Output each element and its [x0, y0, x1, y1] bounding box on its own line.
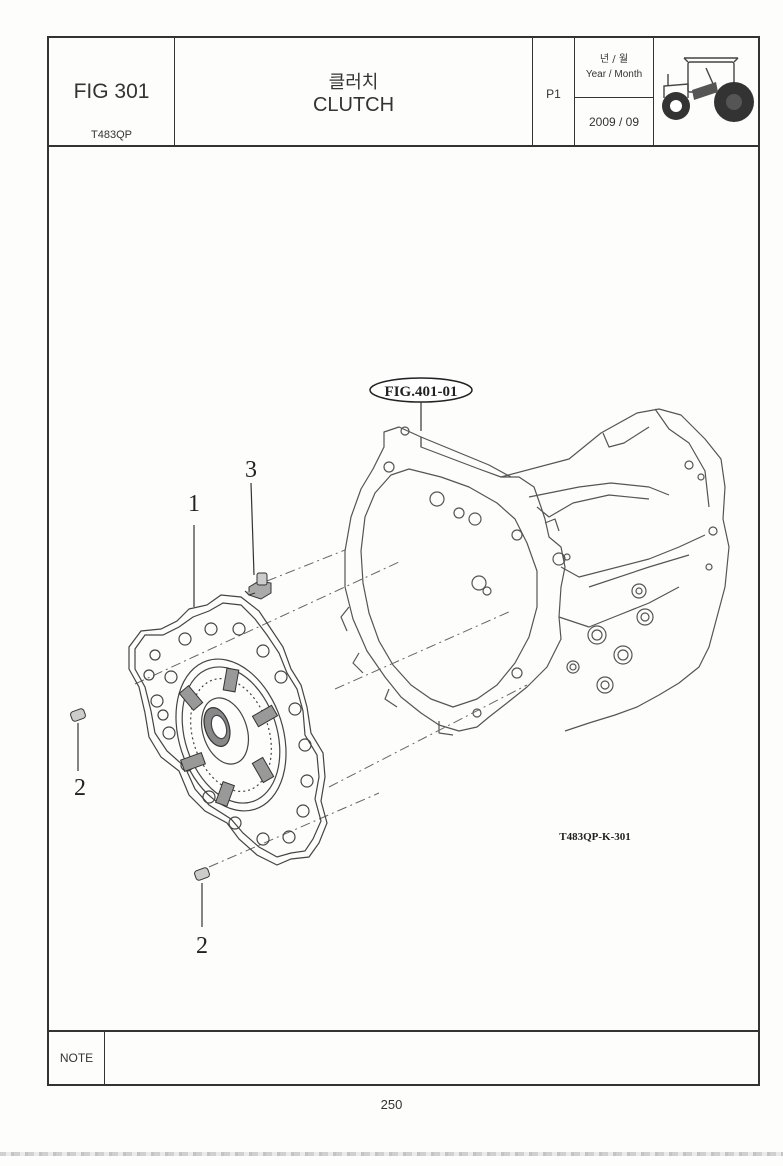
logo-cell [654, 38, 760, 145]
callout-1: 1 [188, 491, 200, 517]
page-number: 250 [380, 1097, 403, 1112]
date-label-english: Year / Month [585, 69, 643, 80]
tractor-icon [662, 57, 754, 122]
model-code: T483QP [91, 129, 132, 141]
clutch-disc [128, 594, 328, 866]
page-frame: FIG 301 T483QP 클러치 CLUTCH P1 년 / 월 Year … [47, 36, 760, 1086]
figure-number: FIG 301 [73, 80, 150, 103]
date-label-korean: 년 / 월 [599, 54, 629, 65]
bolt-part-3 [244, 572, 272, 600]
title-cell: 클러치 CLUTCH [175, 38, 533, 145]
callout-3: 3 [245, 457, 257, 483]
callout-2-lower: 2 [196, 933, 208, 959]
clutch-housing [340, 408, 730, 736]
note-row: NOTE [49, 1030, 758, 1084]
fig-ref-text: FIG.401-01 [385, 384, 458, 400]
scan-artifact [0, 1152, 783, 1156]
drawing-code: T483QP-K-301 [559, 831, 631, 843]
page-label: P1 [546, 87, 561, 101]
pin-part-2-upper [70, 708, 86, 722]
title-korean: 클러치 [328, 72, 379, 93]
date-label-box: 년 / 월 Year / Month [575, 38, 653, 98]
title-english: CLUTCH [312, 94, 395, 116]
page-cell: P1 [533, 38, 575, 145]
exploded-view-drawing: FIG.401-01 [70, 377, 730, 959]
date-cell: 년 / 월 Year / Month 2009 / 09 [575, 38, 654, 145]
callout-2-upper: 2 [74, 775, 86, 801]
note-label: NOTE [49, 1032, 105, 1084]
date-value: 2009 / 09 [588, 115, 640, 129]
figure-cell: FIG 301 T483QP [49, 38, 175, 145]
fig-ref-callout: FIG.401-01 [369, 377, 473, 431]
pin-part-2-lower [194, 867, 210, 881]
header: FIG 301 T483QP 클러치 CLUTCH P1 년 / 월 Year … [49, 38, 758, 147]
